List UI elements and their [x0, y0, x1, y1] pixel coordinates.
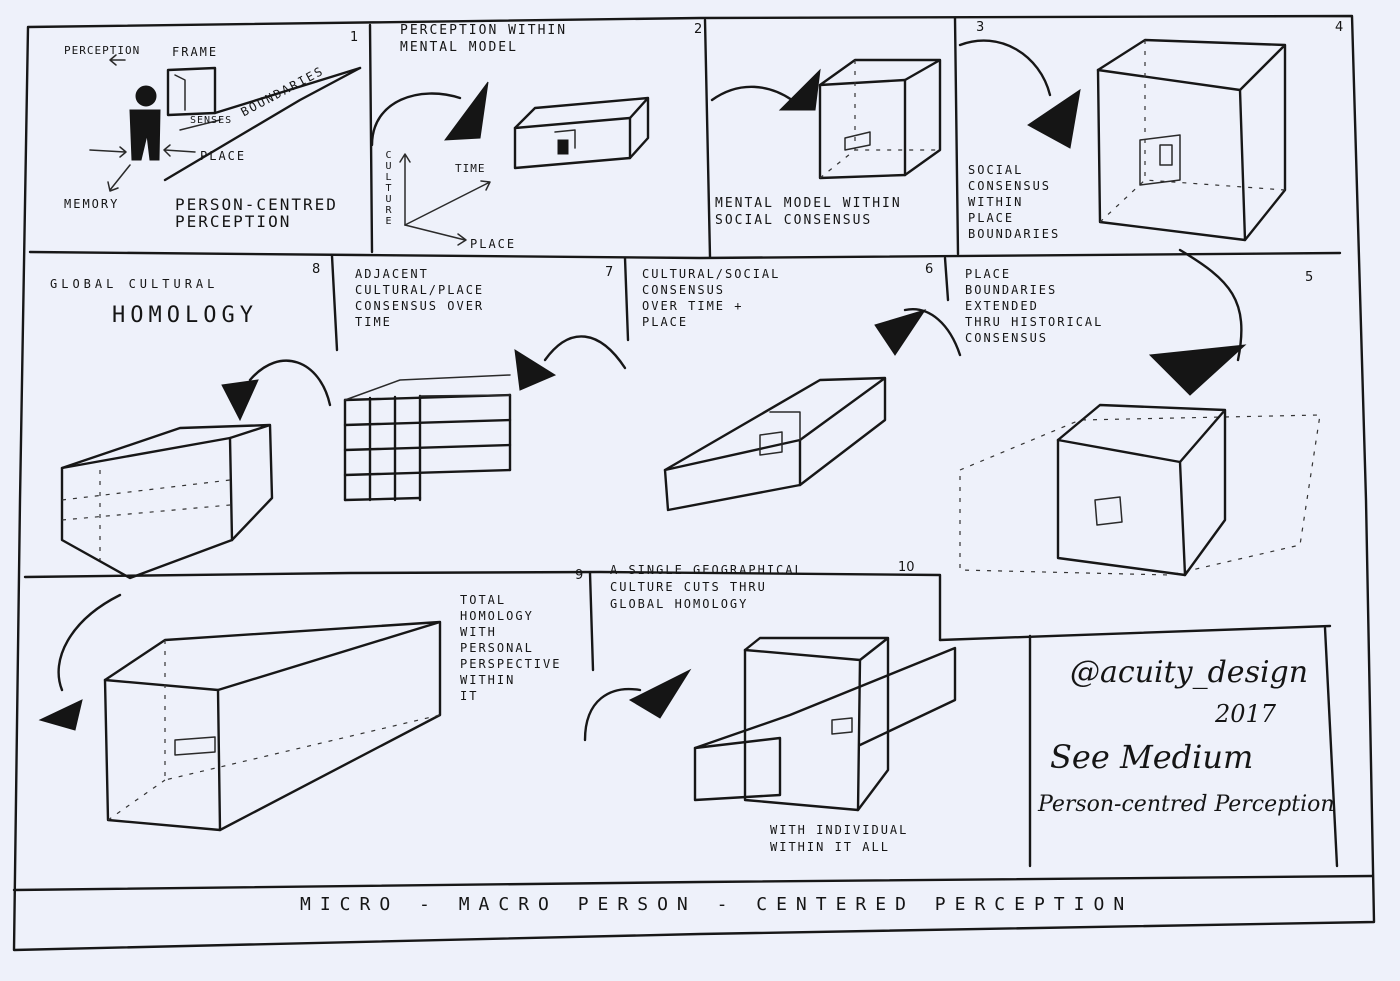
- arrowhead-1-to-2: [443, 81, 489, 141]
- panel-3-caption: Mental model within social consensus: [715, 196, 902, 228]
- col-divider-1-2: [368, 23, 374, 254]
- panel-4-drawing: [1096, 38, 1287, 242]
- panel-10-number: 10: [898, 560, 915, 575]
- panel-3-number: 3: [976, 20, 985, 35]
- axis-culture: [399, 153, 411, 226]
- panel-2-number: 2: [694, 22, 703, 37]
- arrowhead-5-to-6: [874, 309, 927, 356]
- arrowhead-3-to-4: [1027, 88, 1081, 149]
- panel-6-caption: Cultural/social consensus over time + pl…: [642, 267, 781, 329]
- arrow-5-to-6: [903, 308, 962, 357]
- slab-culture: [743, 648, 862, 812]
- bar-geography: [693, 736, 782, 802]
- row-divider-3: [938, 624, 1332, 642]
- arrowhead-9-to-10: [628, 668, 692, 719]
- arrow-2-to-3: [710, 85, 794, 102]
- arrow-7-to-8: [248, 359, 332, 407]
- panel-2-caption: Perception within mental model: [400, 23, 568, 55]
- label-culture: Culture: [383, 150, 394, 227]
- label-place-p2: Place: [470, 237, 517, 251]
- row-divider-1: [28, 250, 1342, 260]
- signature-line-1: See Medium: [1050, 738, 1254, 776]
- panel-7-number: 7: [605, 265, 614, 280]
- panel-9-caption: Total homology with personal perspective…: [460, 593, 562, 703]
- panel-8-caption-homology: Homology: [112, 303, 258, 328]
- panel-6-number: 6: [925, 262, 934, 277]
- row-divider-2: [23, 570, 942, 642]
- col-divider-2-3: [703, 18, 712, 259]
- arrow-3-to-4: [958, 39, 1052, 97]
- label-frame: Frame: [172, 45, 219, 59]
- signature-year: 2017: [1215, 700, 1277, 728]
- panel-9-number: 9: [575, 568, 584, 583]
- label-memory: Memory: [64, 197, 120, 211]
- box-mental-model: [513, 116, 632, 170]
- arrowhead-7-to-8: [221, 379, 259, 422]
- col-divider-9-10: [588, 571, 595, 672]
- label-time: Time: [455, 162, 486, 175]
- panel-10-note: With individual within it all: [770, 823, 909, 854]
- panel-4-number: 4: [1335, 20, 1344, 35]
- footer-title: Micro - macro person - centered percepti…: [300, 894, 1134, 915]
- panel-5-drawing: [959, 403, 1321, 577]
- panel-7-caption: Adjacent cultural/place consensus over t…: [355, 267, 485, 329]
- panel-1-caption: Person-centred perception: [175, 195, 338, 231]
- panel-8-drawing: [60, 423, 274, 580]
- global-block: [60, 436, 234, 580]
- label-senses: senses: [190, 115, 233, 126]
- person-head: [135, 85, 157, 107]
- panel-8-caption: Global cultural: [50, 277, 219, 291]
- outer-frame: [12, 14, 1376, 952]
- bar-over-time: [663, 438, 802, 512]
- col-divider-7-6: [623, 256, 630, 342]
- arrow-6-to-7: [543, 335, 627, 370]
- panel-5-caption: Place boundaries extended thru historica…: [965, 267, 1104, 345]
- panel-3-drawing: [818, 58, 942, 180]
- panel-6-drawing: [663, 376, 887, 512]
- arrowhead-2-to-3: [778, 68, 821, 111]
- arrowhead-8-to-9: [38, 699, 83, 731]
- arrow-9-to-10: [583, 687, 642, 742]
- axis-place: [404, 224, 467, 246]
- footer-divider: [12, 874, 1374, 892]
- arrowhead-4-to-5: [1148, 344, 1247, 396]
- col-divider-3-4: [953, 16, 960, 256]
- signature-handle: @acuity_design: [1070, 655, 1309, 690]
- total-block: [103, 678, 222, 832]
- person-body: [129, 109, 161, 161]
- panel-4-caption: Social consensus within place boundaries: [968, 163, 1061, 241]
- label-place-p1: Place: [200, 149, 247, 163]
- panel-1-number: 1: [350, 30, 359, 45]
- arrowhead-6-to-7: [514, 349, 557, 391]
- panel-2-drawing: [399, 96, 650, 246]
- panel-7-drawing: [343, 374, 512, 502]
- arrow-1-to-2: [370, 92, 462, 147]
- panel-10-caption: A single geographical culture cuts thru …: [610, 563, 804, 611]
- panel-8-number: 8: [312, 262, 321, 277]
- arrow-4-to-5: [1178, 248, 1243, 362]
- label-perception: Perception: [64, 44, 141, 57]
- signature-line-2: Person-centred Perception: [1038, 792, 1335, 817]
- col-divider-6-5: [943, 256, 950, 302]
- panel-10-drawing: [693, 636, 957, 812]
- arrow-8-to-9: [57, 593, 122, 692]
- panel-5-number: 5: [1305, 270, 1314, 285]
- col-divider-sig-right: [1323, 626, 1339, 868]
- panel-1-drawing: [89, 54, 362, 192]
- panel-9-drawing: [103, 620, 442, 832]
- axis-time: [404, 180, 491, 226]
- col-divider-8-7: [330, 254, 339, 352]
- box-social: [818, 78, 907, 180]
